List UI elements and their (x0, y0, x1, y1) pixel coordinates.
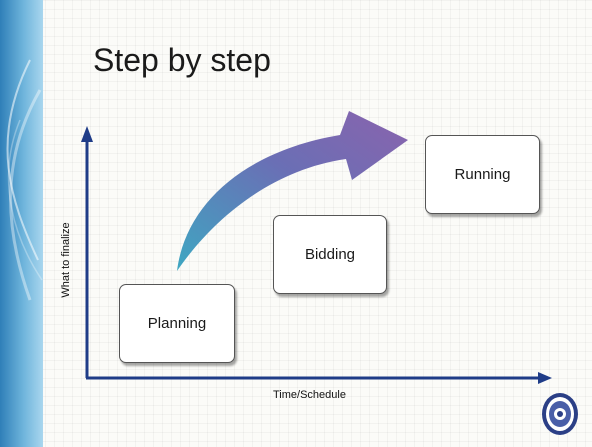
x-axis-label: Time/Schedule (273, 389, 346, 401)
y-axis-arrowhead (81, 126, 93, 142)
progress-arrow (177, 111, 408, 271)
step-box-running: Running (425, 135, 540, 214)
emblem-icon (542, 393, 578, 435)
left-decorative-band (0, 0, 43, 447)
slide-title: Step by step (93, 42, 271, 78)
step-box-bidding: Bidding (273, 215, 387, 294)
swirl-decoration (6, 59, 43, 301)
x-axis-arrowhead (538, 372, 552, 384)
step-box-planning: Planning (119, 284, 235, 363)
y-axis-label: What to finalize (60, 222, 72, 298)
